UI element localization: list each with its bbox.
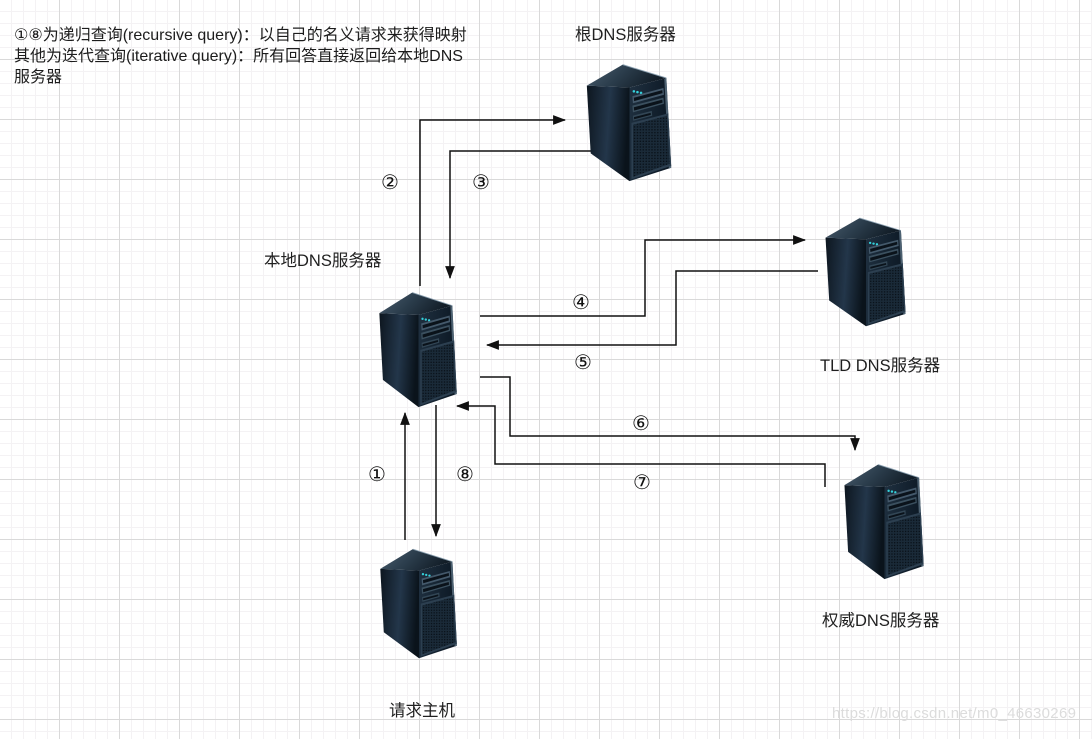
arrow-6-local-to-auth: [480, 376, 860, 452]
annotation-note: ①⑧为递归查询(recursive query)：以自己的名义请求来获得映射 其…: [14, 25, 467, 88]
request-host-icon: [375, 542, 463, 660]
arrow-4-local-to-tld: [480, 235, 807, 317]
tld-dns-server-icon: [820, 211, 912, 328]
arrow-5-tld-to-local: [485, 270, 818, 350]
root-dns-label: 根DNS服务器: [575, 26, 676, 44]
arrow-label-2: ②: [381, 170, 399, 194]
local-dns-server-icon: [374, 285, 463, 409]
local-dns-label: 本地DNS服务器: [264, 252, 382, 270]
annotation-line-1: ①⑧为递归查询(recursive query)：以自己的名义请求来获得映射: [14, 27, 467, 44]
arrow-label-7: ⑦: [633, 470, 651, 494]
arrow-7-auth-to-local: [455, 401, 826, 487]
watermark-text: https://blog.csdn.net/m0_46630269: [832, 705, 1077, 722]
request-host-label: 请求主机: [389, 702, 455, 720]
arrow-label-6: ⑥: [632, 411, 650, 435]
arrow-label-4: ④: [572, 290, 590, 314]
arrow-2-local-to-root: [419, 115, 567, 286]
authoritative-dns-server-icon: [839, 457, 930, 581]
annotation-line-2: 其他为迭代查询(iterative query)：所有回答直接返回给本地DNS: [14, 48, 463, 65]
annotation-line-3: 服务器: [14, 69, 63, 86]
arrow-label-3: ③: [472, 170, 490, 194]
arrow-label-1: ①: [368, 462, 386, 486]
tld-dns-label: TLD DNS服务器: [820, 357, 941, 375]
authoritative-dns-label: 权威DNS服务器: [822, 612, 940, 630]
root-dns-server-icon: [581, 57, 678, 183]
arrow-label-8: ⑧: [456, 462, 474, 486]
arrow-label-5: ⑤: [574, 350, 592, 374]
arrow-3-root-to-local: [445, 150, 640, 280]
